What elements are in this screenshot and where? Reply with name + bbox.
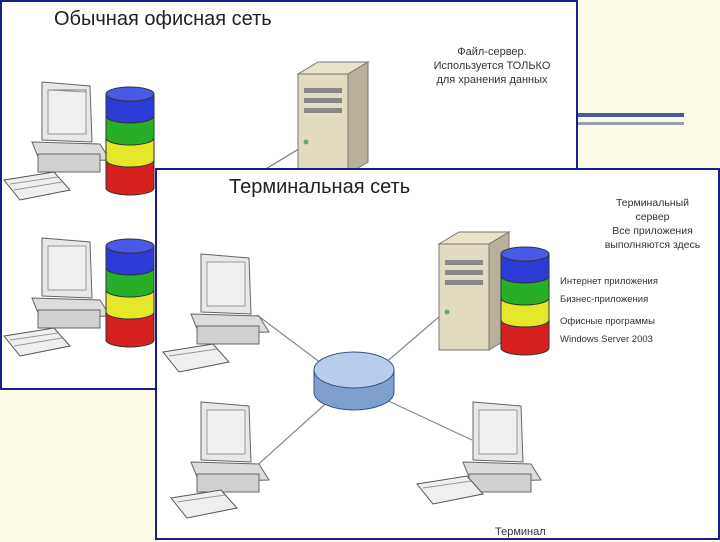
terminal-diagram — [162, 231, 550, 519]
office-title: Обычная офисная сеть — [54, 8, 272, 30]
decor-bar-bottom — [578, 122, 684, 125]
terminal-network-panel: Терминальная сеть Терминальный сервер Вс… — [155, 168, 720, 540]
app-legend-internet: Интернет приложения — [560, 276, 658, 287]
app-legend-office: Офисные программы — [560, 316, 655, 327]
database-icon — [500, 246, 550, 356]
computer-icon — [3, 237, 111, 357]
decor-bar-top — [578, 113, 684, 117]
app-legend-business: Бизнес-приложения — [560, 294, 649, 305]
file-server-note: Файл-сервер. Используется ТОЛЬКО для хра… — [433, 46, 551, 86]
server-icon — [296, 61, 370, 175]
computer-icon — [170, 401, 270, 519]
terminal-server-note: Терминальный сервер Все приложения выпол… — [604, 197, 701, 251]
app-legend-os: Windows Server 2003 — [560, 334, 653, 345]
database-icon — [105, 86, 155, 196]
office-diagram — [3, 61, 370, 357]
network-hub-icon — [313, 351, 395, 411]
computer-icon — [162, 253, 270, 373]
server-icon — [437, 231, 511, 351]
terminal-title: Терминальная сеть — [229, 176, 411, 198]
computer-icon — [3, 81, 111, 201]
terminal-label: Терминал — [495, 526, 546, 538]
computer-icon — [416, 401, 542, 505]
database-icon — [105, 238, 155, 348]
